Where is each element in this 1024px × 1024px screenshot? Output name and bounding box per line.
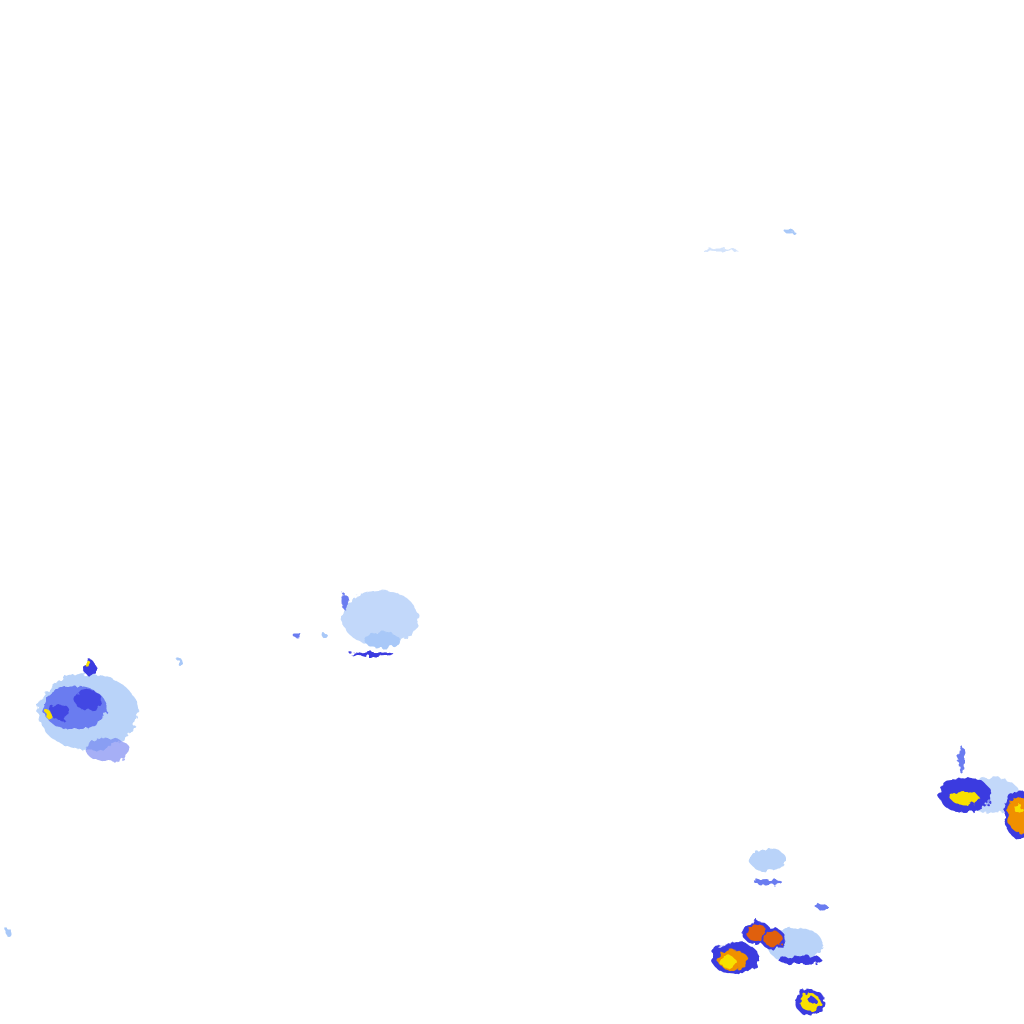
precipitation-medium bbox=[816, 904, 828, 910]
precipitation-light bbox=[702, 248, 738, 252]
precipitation-heavy bbox=[45, 710, 51, 718]
precipitation-medium bbox=[754, 879, 782, 885]
precipitation-strong bbox=[778, 956, 822, 964]
precipitation-heavy bbox=[1014, 803, 1022, 813]
precipitation-light bbox=[5, 928, 11, 936]
precipitation-strong bbox=[350, 652, 394, 656]
precipitation-strong bbox=[808, 997, 816, 1003]
precipitation-medium bbox=[86, 738, 130, 762]
echo-cell-right bbox=[939, 746, 1024, 839]
precipitation-light bbox=[364, 632, 400, 648]
precipitation-light bbox=[750, 848, 786, 872]
precipitation-medium bbox=[294, 633, 302, 639]
precipitation-medium bbox=[959, 746, 965, 774]
precipitation-extreme bbox=[764, 931, 782, 947]
precipitation-heavy bbox=[720, 956, 736, 968]
precipitation-medium bbox=[342, 594, 348, 610]
precipitation-light bbox=[342, 590, 418, 646]
echo-top-faint bbox=[702, 230, 795, 252]
precipitation-strong bbox=[50, 704, 70, 720]
precipitation-light bbox=[785, 230, 795, 234]
precipitation-strong bbox=[74, 690, 102, 710]
precipitation-light bbox=[322, 634, 328, 638]
precipitation-heavy bbox=[85, 661, 91, 667]
echo-cell-bottom-right bbox=[711, 848, 828, 1015]
echo-cell-center bbox=[294, 590, 418, 656]
precipitation-light bbox=[178, 658, 182, 666]
echo-cell-left bbox=[5, 658, 182, 936]
precipitation-heavy bbox=[951, 791, 979, 805]
